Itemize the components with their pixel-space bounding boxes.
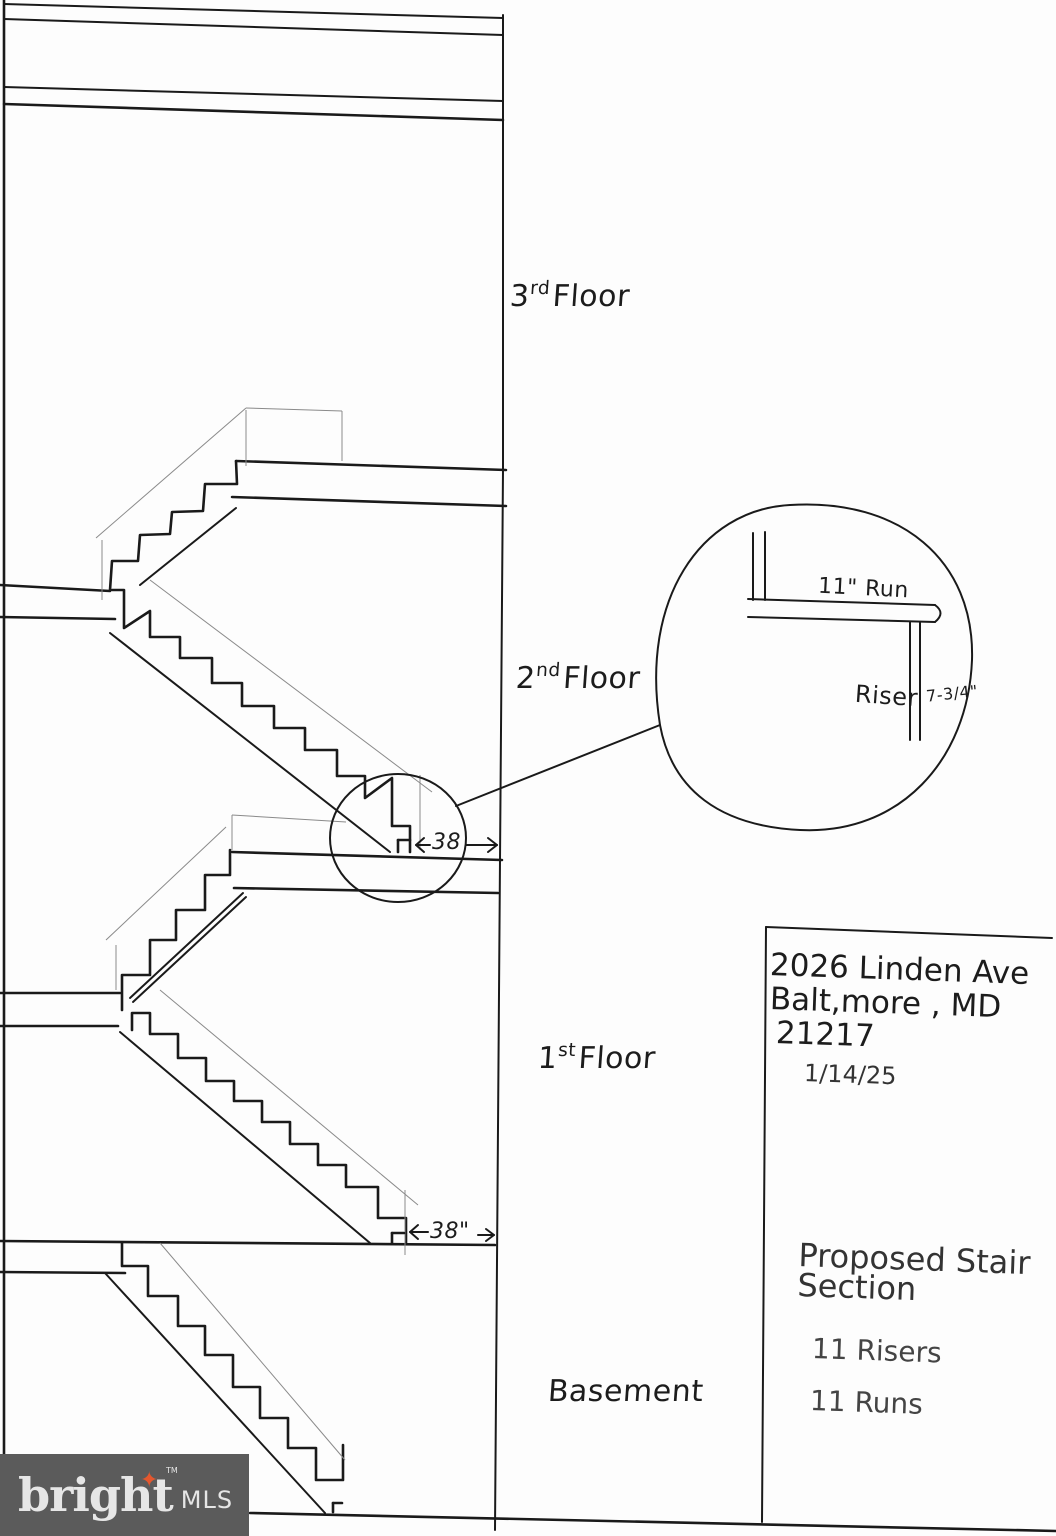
logo-mls-text: MLS	[180, 1486, 234, 1514]
landing-dimension-1st: 38"	[430, 1219, 470, 1244]
detail-riser-label: Riser	[854, 679, 919, 713]
detail-run-label: 11" Run	[817, 573, 910, 604]
floor-label-first: 1stFloor	[536, 1040, 657, 1076]
dimension-arrows	[409, 837, 498, 1242]
landing-dimension-2nd: 38	[432, 830, 461, 855]
detail-callout	[329, 503, 974, 903]
bright-mls-watermark: bright ✦ TM MLS	[0, 1454, 249, 1536]
note-risers: 11 Risers	[811, 1332, 943, 1370]
stair-1st-to-2nd-upper	[109, 579, 433, 854]
stair-landing-1st	[105, 814, 347, 1012]
stair-2nd-to-3rd	[95, 407, 343, 600]
floor-label-second: 2ndFloor	[514, 660, 642, 696]
drawing-date: 1/14/25	[803, 1059, 897, 1091]
title-block: 2026 Linden Ave Balt,more , MD 21217 1/1…	[769, 947, 1050, 1421]
floor-label-third: 3rdFloor	[508, 278, 632, 314]
floor-label-basement: Basement	[546, 1374, 705, 1409]
sparkle-icon: ✦	[140, 1468, 159, 1493]
stair-basement-to-1st	[119, 989, 419, 1255]
trademark-mark: TM	[166, 1466, 178, 1475]
logo-wordmark: bright	[18, 1468, 174, 1522]
drawing-title: Proposed Stair Section	[796, 1236, 1032, 1309]
stair-basement	[104, 1241, 346, 1514]
